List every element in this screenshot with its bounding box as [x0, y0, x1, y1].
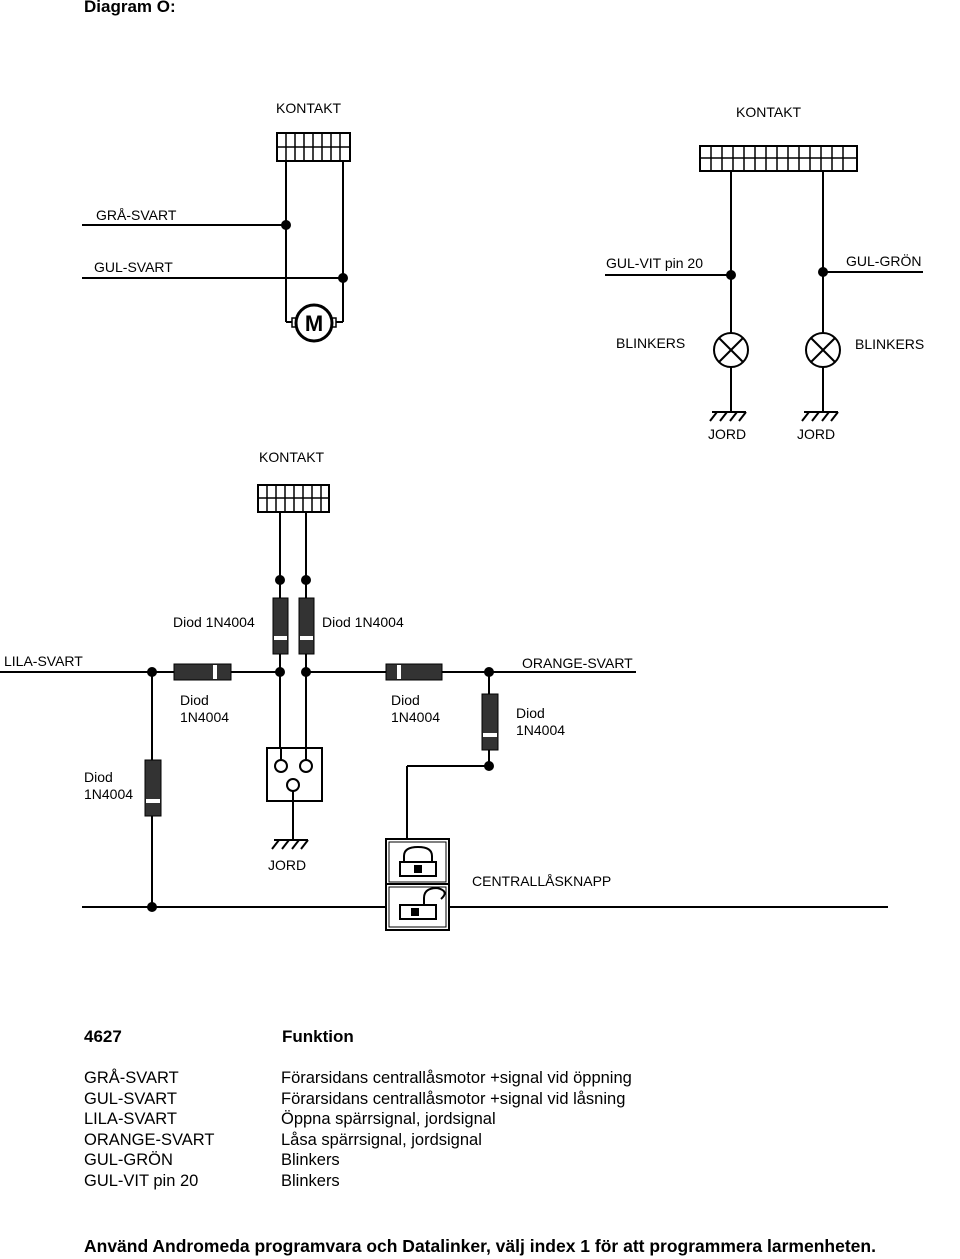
motor-symbol: M	[286, 303, 343, 343]
blinkers-label-1: BLINKERS	[616, 335, 685, 351]
ground-icon	[271, 839, 309, 850]
diode-symbol	[481, 693, 499, 751]
wire-label-gul-vit: GUL-VIT pin 20	[606, 255, 703, 271]
diode-label-l2: 1N4004	[516, 722, 565, 738]
kontakt-label-3: KONTAKT	[259, 449, 325, 465]
wire-label-lila-svart: LILA-SVART	[4, 653, 83, 669]
ground-icon	[709, 411, 747, 422]
function-column: Förarsidans centrallåsmotor +signal vid …	[281, 1068, 632, 1192]
junction-dot	[147, 902, 157, 912]
diode-symbol	[173, 663, 232, 681]
table-header-code: 4627	[84, 1027, 122, 1046]
footer-note: Använd Andromeda programvara och Datalin…	[84, 1236, 876, 1256]
table-row: GRÅ-SVART	[84, 1069, 179, 1087]
diode-label-l2: 1N4004	[391, 709, 440, 725]
lamp-icon	[713, 332, 749, 368]
diode-label-l2: 1N4004	[84, 786, 133, 802]
diode-symbol	[272, 597, 289, 655]
diode-symbol	[298, 597, 315, 655]
table-row: Öppna spärrsignal, jordsignal	[281, 1110, 496, 1129]
wire-label-gul-gron: GUL-GRÖN	[846, 252, 921, 269]
junction-dot	[818, 267, 828, 277]
connector-2	[699, 145, 858, 172]
table-row: ORANGE-SVART	[84, 1130, 215, 1149]
centrallasknapp-label: CENTRALLÅSKNAPP	[472, 873, 611, 889]
lamp-icon	[805, 332, 841, 368]
diagram-title: Diagram O:	[84, 0, 176, 16]
motor-label: M	[305, 311, 323, 336]
diode-label-l1: Diod	[516, 705, 545, 721]
diode-symbol	[385, 663, 443, 681]
diode-label-l1: Diod	[391, 692, 420, 708]
diode-label: Diod 1N4004	[173, 614, 255, 630]
table-row: Blinkers	[281, 1171, 340, 1190]
junction-dot	[726, 270, 736, 280]
connector-3	[257, 484, 330, 513]
diode-symbol	[144, 759, 162, 817]
jord-label-2: JORD	[797, 426, 835, 442]
wire-column: GRÅ-SVART GUL-SVART LILA-SVART ORANGE-SV…	[84, 1068, 215, 1192]
jord-label-3: JORD	[268, 857, 306, 873]
wiring-diagram: KONTAKT GRÅ-SVART GUL-SVART M KONTAKT	[0, 100, 924, 931]
table-row: GUL-SVART	[84, 1089, 177, 1108]
table-row: Blinkers	[281, 1151, 340, 1170]
wire-label-gra-svart: GRÅ-SVART	[96, 207, 177, 223]
table-row: Låsa spärrsignal, jordsignal	[281, 1130, 482, 1149]
junction-dot	[338, 273, 348, 283]
table-row: GUL-VIT pin 20	[84, 1171, 199, 1190]
lock-open-icon	[399, 886, 446, 920]
ground-icon	[801, 411, 839, 422]
blinkers-label-2: BLINKERS	[855, 336, 924, 352]
connector-1	[276, 132, 351, 162]
junction-dot	[281, 220, 291, 230]
kontakt-label-2: KONTAKT	[736, 104, 802, 120]
table-row: Förarsidans centrallåsmotor +signal vid …	[281, 1069, 632, 1087]
switch-box	[266, 747, 323, 802]
table-row: LILA-SVART	[84, 1110, 177, 1129]
diode-label: Diod 1N4004	[322, 614, 404, 630]
lock-closed-icon	[399, 845, 437, 877]
table-row: GUL-GRÖN	[84, 1151, 173, 1170]
jord-label-1: JORD	[708, 426, 746, 442]
wire-label-gul-svart: GUL-SVART	[94, 259, 173, 275]
table-row: Förarsidans centrallåsmotor +signal vid …	[281, 1089, 626, 1108]
kontakt-label-1: KONTAKT	[276, 100, 342, 116]
table-header-function: Funktion	[282, 1027, 354, 1046]
diode-label-l1: Diod	[180, 692, 209, 708]
wire-label-orange-svart: ORANGE-SVART	[522, 655, 633, 671]
diode-label-l1: Diod	[84, 769, 113, 785]
diode-label-l2: 1N4004	[180, 709, 229, 725]
